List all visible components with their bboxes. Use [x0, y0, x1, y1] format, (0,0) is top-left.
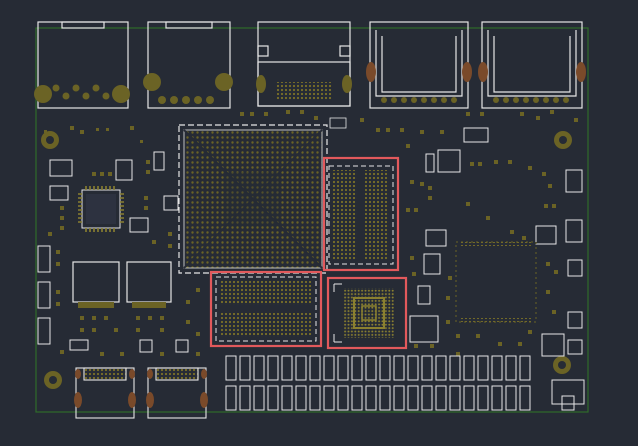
power-inductors — [72, 261, 172, 308]
right-pad-field — [376, 128, 558, 356]
mounting-holes — [41, 131, 572, 389]
ethernet-jack-1 — [34, 21, 130, 109]
dram-chip-1 — [322, 156, 400, 272]
left-passives — [37, 151, 189, 353]
right-ic-pins — [460, 242, 532, 322]
qfp-ic — [78, 186, 124, 232]
bottom-left-connector-1 — [74, 367, 136, 419]
via-field-top — [240, 110, 578, 129]
usb-connector-2 — [478, 21, 586, 109]
bottom-left-connector-2 — [146, 367, 208, 419]
flash-chip — [326, 276, 408, 350]
soc-bga-package — [178, 124, 328, 274]
dram-chip-2 — [209, 270, 323, 348]
usb-connector-1 — [366, 21, 472, 109]
board-outline — [35, 27, 589, 413]
pin-header-top-row — [225, 355, 531, 381]
pin-header-bottom-row — [225, 385, 531, 411]
ethernet-jack-2 — [143, 21, 233, 109]
ethernet-jack-3 — [256, 21, 352, 107]
left-pad-field — [44, 126, 200, 356]
